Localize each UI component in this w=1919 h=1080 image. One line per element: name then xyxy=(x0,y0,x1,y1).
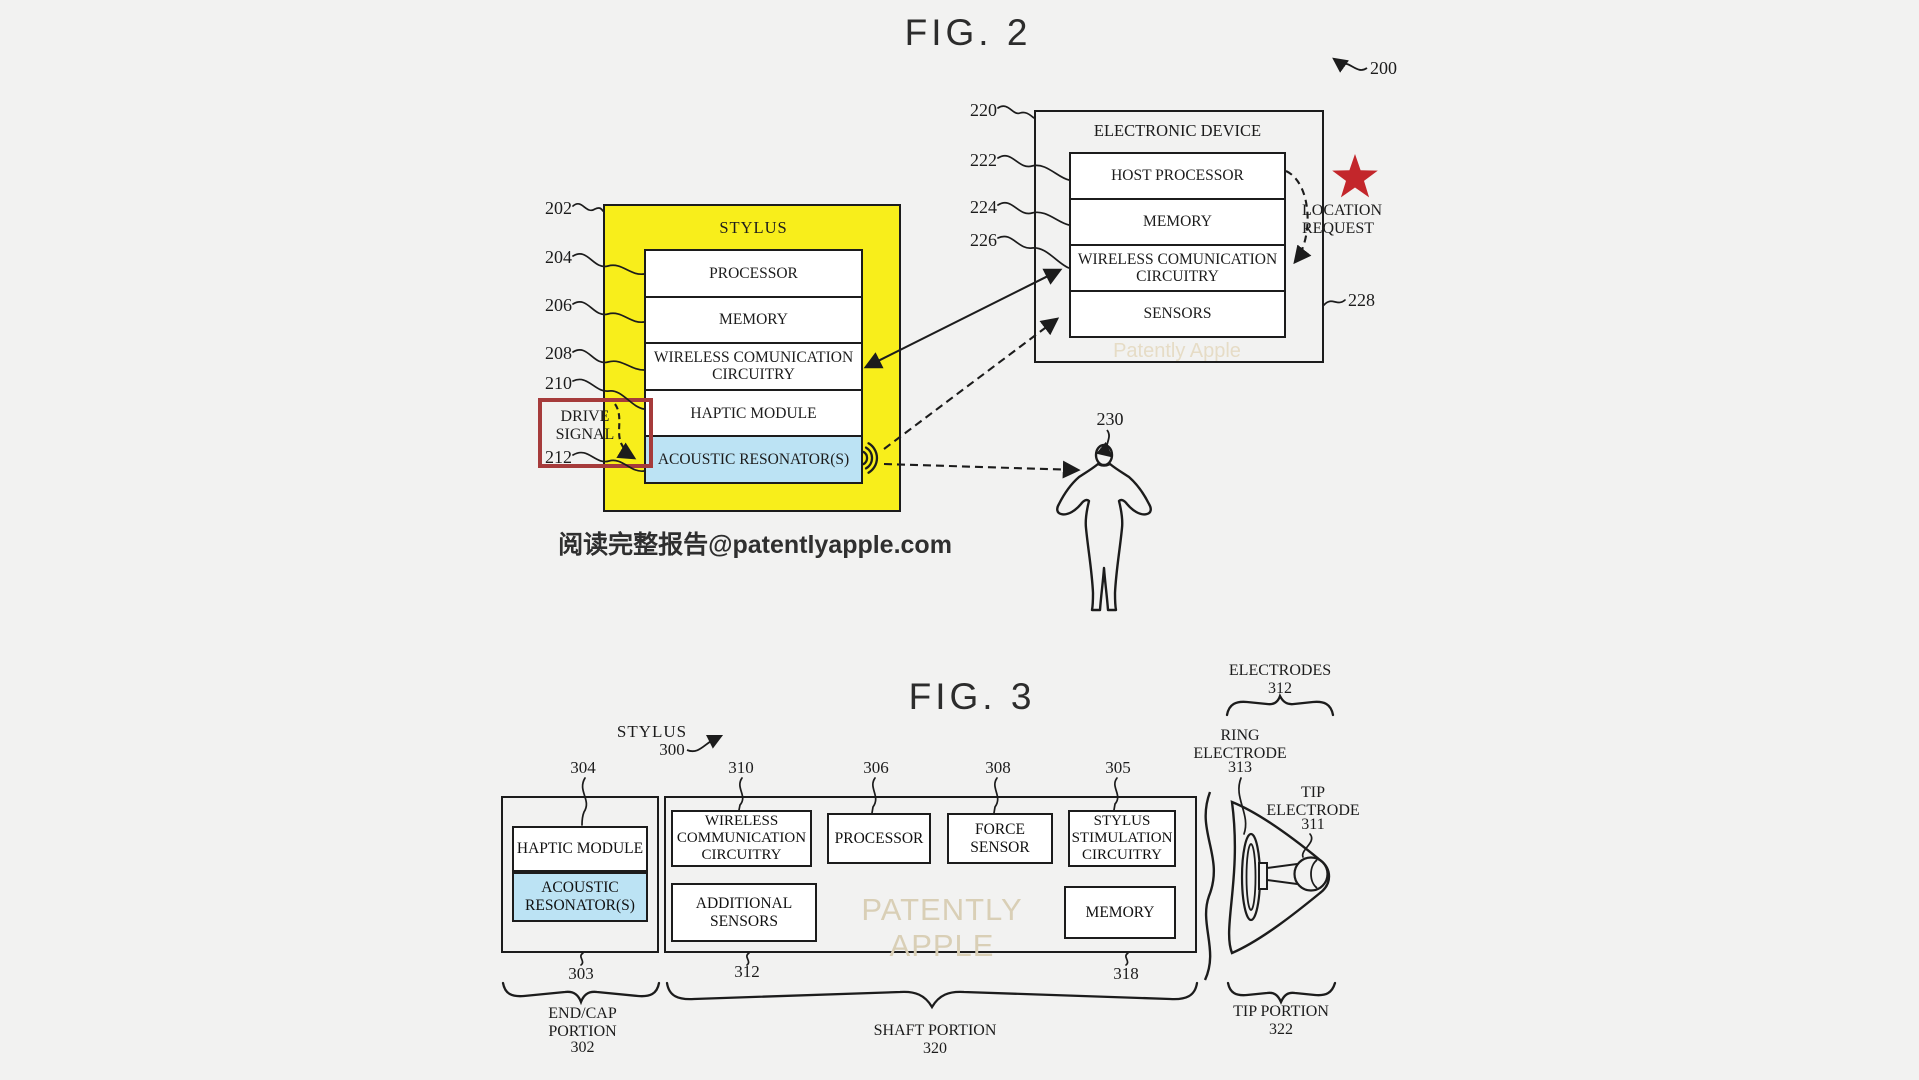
tip-portion-label: TIP PORTION xyxy=(1233,1003,1329,1020)
device-row-wireless: WIRELESS COMUNICATION CIRCUITRY xyxy=(1071,244,1284,290)
ref-313: 313 xyxy=(1228,759,1252,776)
ref-230: 230 xyxy=(1096,409,1124,429)
tip-electrode-bulb xyxy=(1293,856,1329,892)
ref-228: 228 xyxy=(1348,290,1375,310)
electronic-device-title: ELECTRONIC DEVICE xyxy=(1093,121,1262,140)
electrodes-label: ELECTRODES xyxy=(1228,662,1332,679)
shaft-portion-box xyxy=(664,796,1197,953)
ref-202: 202 xyxy=(545,198,572,218)
ref-206: 206 xyxy=(545,295,572,315)
electrodes-brace xyxy=(1225,693,1335,717)
tip-electrode-label: TIP ELECTRODE xyxy=(1266,784,1360,819)
device-row-memory: MEMORY xyxy=(1071,198,1284,244)
ref-302: 302 xyxy=(570,1039,595,1056)
ref-208: 208 xyxy=(545,343,572,363)
ref-306: 306 xyxy=(863,758,889,777)
shaft-break-squiggle xyxy=(1203,791,1215,981)
tip-electrode-flange xyxy=(1258,862,1268,890)
location-request-label: LOCATION REQUEST xyxy=(1302,202,1382,237)
fig3-force-sensor-box: FORCE SENSOR xyxy=(947,813,1053,864)
ring-electrode-shape xyxy=(1240,832,1262,922)
ref-308: 308 xyxy=(985,758,1011,777)
endcap-brace xyxy=(501,981,661,1006)
tip-brace xyxy=(1226,981,1337,1005)
stylus-row-processor: PROCESSOR xyxy=(709,264,798,282)
ref-303: 303 xyxy=(568,964,594,983)
stylus-row-wireless: WIRELESS COMUNICATION CIRCUITRY xyxy=(646,342,861,389)
watermark-patently-apple-large: PATENTLY APPLE xyxy=(861,892,1023,963)
shaft-brace xyxy=(665,981,1199,1010)
ref-220: 220 xyxy=(970,100,997,120)
ref-222: 222 xyxy=(970,150,997,170)
stylus-title: STYLUS xyxy=(719,218,788,237)
sound-to-person-arrow xyxy=(883,460,1081,479)
fig3-wireless-comm-box: WIRELESS COMMUNICATION CIRCUITRY xyxy=(671,810,812,867)
ref-322: 322 xyxy=(1269,1021,1293,1038)
tip-electrode-stem xyxy=(1266,862,1298,886)
device-row-sensors: SENSORS xyxy=(1071,290,1284,336)
ref-224: 224 xyxy=(970,197,997,217)
ref-210: 210 xyxy=(545,373,572,393)
fig3-stylus-stimulation-box: STYLUS STIMULATION CIRCUITRY xyxy=(1068,810,1176,867)
electronic-device-component-stack: HOST PROCESSOR MEMORY WIRELESS COMUNICAT… xyxy=(1069,152,1286,338)
fig3-haptic-module-box: HAPTIC MODULE xyxy=(512,826,648,872)
stylus-row-acoustic-resonator: ACOUSTIC RESONATOR(S) xyxy=(646,435,861,482)
fig2-title: FIG. 2 xyxy=(904,12,1032,53)
sound-to-sensors-arrow xyxy=(883,317,1060,450)
endcap-portion-box xyxy=(501,796,659,953)
person-figure xyxy=(1056,443,1152,612)
star-icon xyxy=(1332,154,1378,198)
endcap-portion-label: END/CAP PORTION xyxy=(548,1005,617,1040)
ref-212: 212 xyxy=(545,447,572,467)
stylus-component-stack: PROCESSOR MEMORY WIRELESS COMUNICATION C… xyxy=(644,249,863,484)
ref-312-shaft: 312 xyxy=(734,962,760,981)
fig3-memory-box: MEMORY xyxy=(1064,886,1176,939)
ref-230-arrow xyxy=(1096,429,1113,458)
fig3-processor-box: PROCESSOR xyxy=(827,813,931,864)
ref-312-electrodes: 312 xyxy=(1268,680,1292,697)
ref-300: 300 xyxy=(659,740,685,759)
fig3-stylus-label: STYLUS xyxy=(616,722,688,741)
fig2-caption: 阅读完整报告@patentlyapple.com xyxy=(558,531,952,559)
fig3-title: FIG. 3 xyxy=(908,676,1036,717)
fig2-ref-200: 200 xyxy=(1370,58,1397,78)
ring-electrode-label: RING ELECTRODE xyxy=(1193,727,1287,762)
fig3-acoustic-resonator-box: ACOUSTIC RESONATOR(S) xyxy=(512,872,648,922)
device-row-host-processor: HOST PROCESSOR xyxy=(1111,167,1244,185)
fig3-additional-sensors-box: ADDITIONAL SENSORS xyxy=(671,883,817,942)
ref-311: 311 xyxy=(1301,816,1325,833)
ref-304: 304 xyxy=(570,758,596,777)
stylus-row-haptic: HAPTIC MODULE xyxy=(646,388,861,436)
ref-226: 226 xyxy=(970,230,997,250)
ref-320: 320 xyxy=(923,1040,947,1057)
watermark-patently-apple: Patently Apple xyxy=(1113,340,1241,362)
ref-318: 318 xyxy=(1113,964,1139,983)
drive-signal-label: DRIVE SIGNAL xyxy=(555,408,615,443)
ref-305: 305 xyxy=(1105,758,1131,777)
ref-204: 204 xyxy=(545,247,572,267)
stylus-row-memory: MEMORY xyxy=(646,295,861,343)
ref-200-arrow xyxy=(1332,57,1368,73)
ref-310: 310 xyxy=(728,758,754,777)
shaft-portion-label: SHAFT PORTION xyxy=(873,1022,997,1039)
